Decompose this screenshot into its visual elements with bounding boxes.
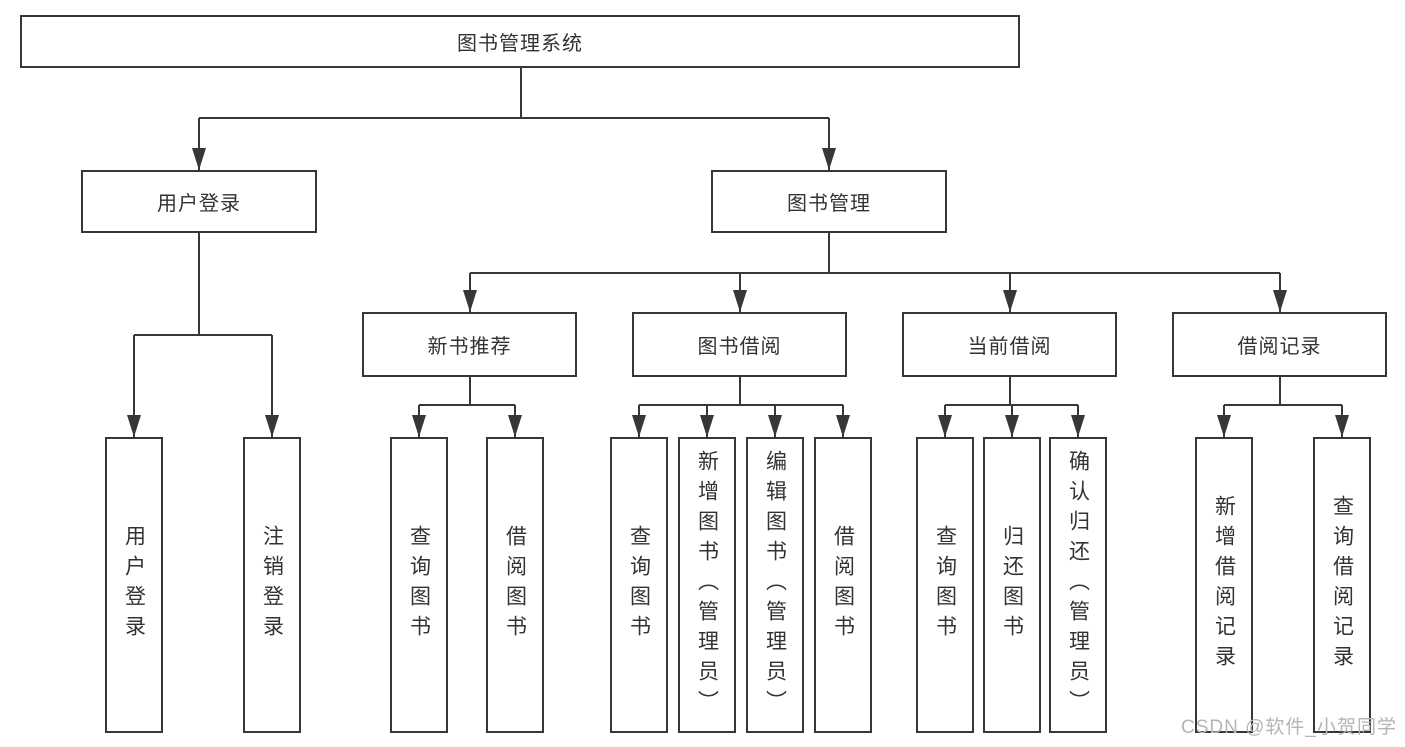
leaf-query-books-borrow: 查询图书 (610, 437, 668, 733)
connector-user-login-children (127, 233, 279, 437)
leaf-query-borrow-record: 查询借阅记录 (1313, 437, 1371, 733)
node-borrow-records: 借阅记录 (1172, 312, 1387, 377)
connector-book-management-children (463, 233, 1287, 312)
node-book-borrow: 图书借阅 (632, 312, 847, 377)
leaf-label: 用户登录 (122, 525, 146, 645)
leaf-label: 借阅图书 (831, 525, 855, 645)
csdn-watermark: CSDN @软件_小贺同学 (1181, 717, 1397, 738)
leaf-label: 查询图书 (407, 525, 431, 645)
leaf-confirm-return-admin: 确认归还（管理员） (1049, 437, 1107, 733)
leaf-label: 编辑图书（管理员） (763, 450, 787, 720)
leaf-label: 确认归还（管理员） (1066, 450, 1090, 720)
leaf-label: 查询借阅记录 (1330, 495, 1354, 675)
leaf-label: 注销登录 (260, 525, 284, 645)
leaf-label: 归还图书 (1000, 525, 1024, 645)
node-new-book-recommend: 新书推荐 (362, 312, 577, 377)
leaf-borrow-books-recommend: 借阅图书 (486, 437, 544, 733)
connector-book-borrow-children (632, 377, 850, 437)
connector-current-borrow-children (938, 377, 1085, 437)
node-current-borrow: 当前借阅 (902, 312, 1117, 377)
connector-root-to-level2 (192, 68, 836, 170)
leaf-label: 借阅图书 (503, 525, 527, 645)
leaf-label: 查询图书 (627, 525, 651, 645)
connector-new-book-recommend-children (412, 377, 522, 437)
leaf-query-books-recommend: 查询图书 (390, 437, 448, 733)
connector-borrow-records-children (1217, 377, 1349, 437)
node-book-management: 图书管理 (711, 170, 947, 233)
leaf-borrow-books: 借阅图书 (814, 437, 872, 733)
leaf-label: 查询图书 (933, 525, 957, 645)
leaf-add-books-admin: 新增图书（管理员） (678, 437, 736, 733)
leaf-query-books-current: 查询图书 (916, 437, 974, 733)
node-root-library-system: 图书管理系统 (20, 15, 1020, 68)
leaf-edit-books-admin: 编辑图书（管理员） (746, 437, 804, 733)
leaf-return-books: 归还图书 (983, 437, 1041, 733)
node-user-login: 用户登录 (81, 170, 317, 233)
leaf-label: 新增借阅记录 (1212, 495, 1236, 675)
leaf-add-borrow-record: 新增借阅记录 (1195, 437, 1253, 733)
leaf-logout: 注销登录 (243, 437, 301, 733)
leaf-label: 新增图书（管理员） (695, 450, 719, 720)
leaf-user-login: 用户登录 (105, 437, 163, 733)
